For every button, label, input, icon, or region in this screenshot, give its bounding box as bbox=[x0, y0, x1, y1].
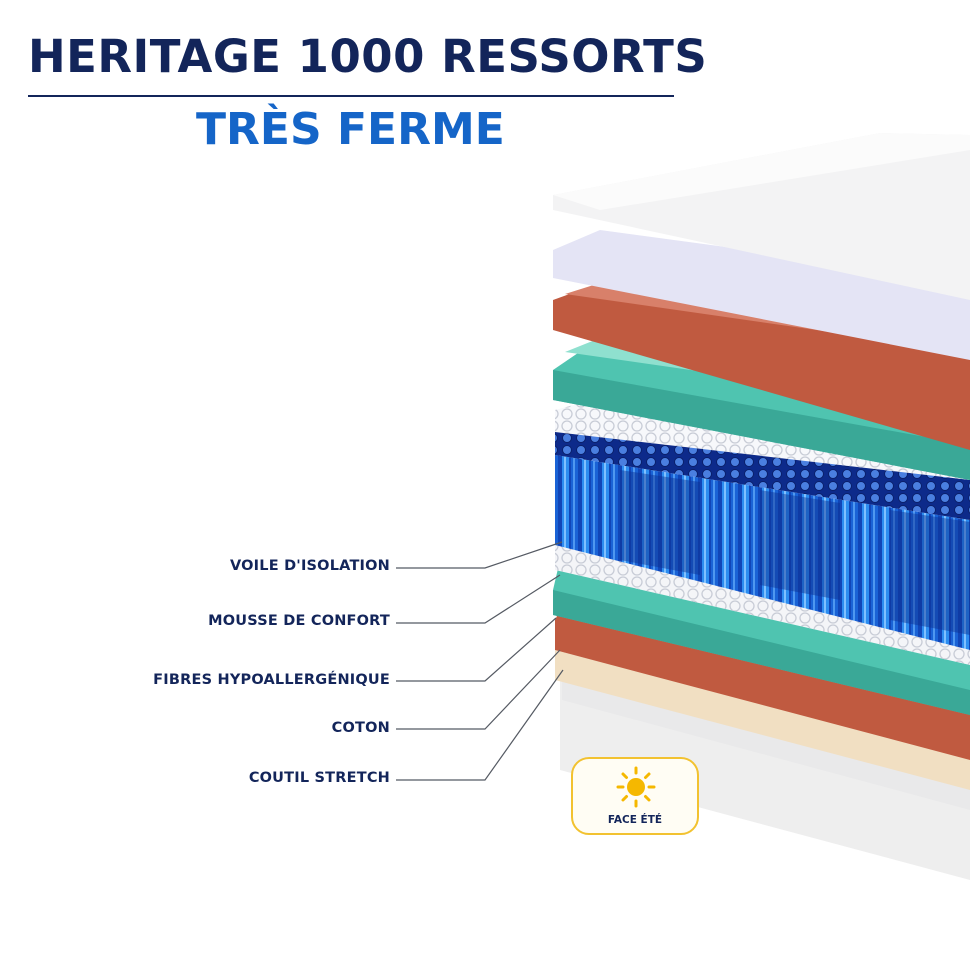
leader-line-coutil bbox=[396, 669, 564, 781]
title-divider bbox=[28, 95, 674, 97]
sun-icon bbox=[616, 765, 656, 813]
layer-label-coton: COTON bbox=[331, 720, 390, 736]
product-title: HERITAGE 1000 RESSORTS bbox=[28, 30, 708, 83]
layer-top-ticking bbox=[553, 133, 970, 300]
layer-top-lavender bbox=[553, 230, 970, 360]
leader-line-mousse bbox=[396, 574, 561, 624]
layer-bottom-cotton bbox=[555, 650, 970, 790]
firmness-subtitle: TRÈS FERME bbox=[196, 104, 505, 155]
layer-label-mousse-confort: MOUSSE DE CONFORT bbox=[208, 613, 390, 629]
layer-label-coutil-stretch: COUTIL STRETCH bbox=[248, 770, 390, 786]
layer-label-fibres: FIBRES HYPOALLERGÉNIQUE bbox=[153, 672, 390, 688]
layer-ground-shadow bbox=[560, 680, 970, 880]
leader-line-coton bbox=[396, 649, 561, 730]
badge-label: FACE ÉTÉ bbox=[607, 814, 663, 826]
leader-line-fibres bbox=[396, 617, 557, 682]
leader-line-voile bbox=[396, 541, 563, 569]
summer-side-badge: FACE ÉTÉ bbox=[571, 757, 699, 835]
layer-label-voile-isolation: VOILE D'ISOLATION bbox=[229, 558, 390, 574]
layer-spring-core bbox=[555, 420, 970, 650]
leader-lines bbox=[396, 541, 564, 781]
